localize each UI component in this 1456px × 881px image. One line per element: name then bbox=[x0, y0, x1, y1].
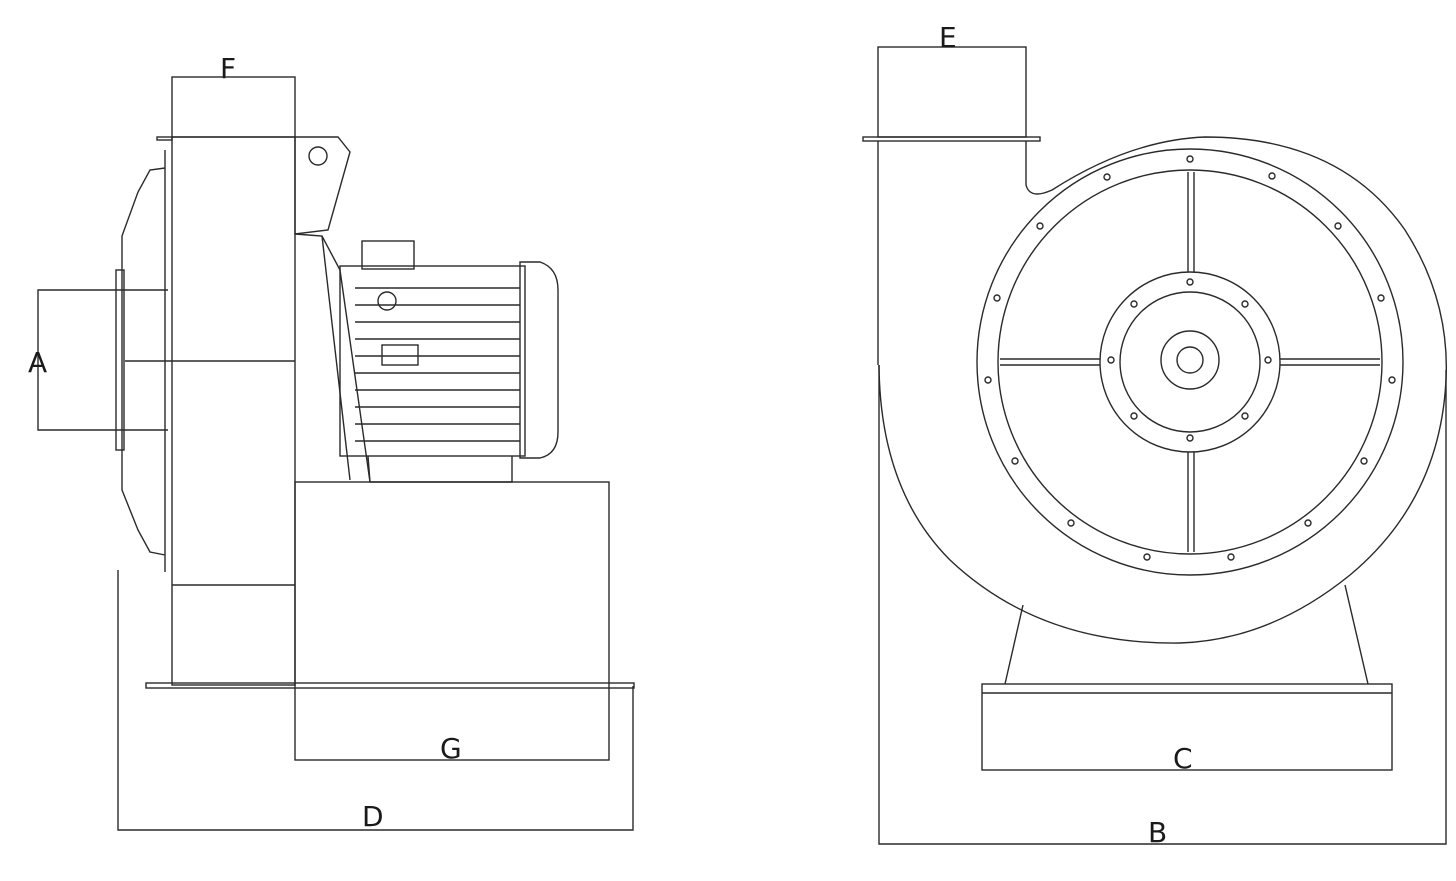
base-plate bbox=[145, 682, 635, 689]
name-plate bbox=[381, 344, 419, 366]
inner-flange-ring bbox=[997, 169, 1383, 555]
casing-legs bbox=[1004, 584, 1369, 685]
base-c bbox=[981, 683, 1393, 771]
label-b: B bbox=[1148, 816, 1167, 849]
impeller-spokes bbox=[1000, 172, 1380, 552]
label-g: G bbox=[440, 732, 462, 765]
inlet-flange bbox=[115, 269, 125, 451]
side-view: A F G D bbox=[28, 52, 635, 833]
dimension-d-frame bbox=[117, 570, 634, 831]
motor-base-box bbox=[294, 481, 610, 761]
front-view: E C B bbox=[862, 21, 1448, 849]
label-a: A bbox=[28, 346, 47, 379]
hub-plate bbox=[1099, 271, 1281, 453]
dimension-a-bracket bbox=[37, 289, 168, 431]
inlet-cone bbox=[121, 150, 166, 572]
label-d: D bbox=[362, 800, 384, 833]
outlet-duct-e bbox=[877, 46, 1027, 138]
terminal-box bbox=[361, 240, 415, 270]
outer-flange-ring bbox=[976, 148, 1404, 576]
outlet-duct-f bbox=[171, 76, 296, 138]
lifting-eye bbox=[308, 146, 328, 166]
electric-motor bbox=[339, 240, 559, 483]
label-c: C bbox=[1173, 742, 1193, 775]
label-f: F bbox=[220, 52, 236, 85]
hub-ring bbox=[1119, 291, 1261, 433]
shaft bbox=[1176, 346, 1204, 374]
label-e: E bbox=[939, 21, 957, 54]
scroll-casing bbox=[878, 136, 1448, 644]
dimension-b-frame bbox=[878, 365, 1447, 845]
outlet-flange bbox=[156, 136, 173, 141]
fan-casing-side bbox=[171, 136, 296, 686]
motor-support bbox=[294, 233, 371, 483]
shaft-hub bbox=[1160, 330, 1220, 390]
motor-fan-cover bbox=[519, 261, 559, 459]
motor-bracket bbox=[294, 136, 351, 235]
bolt-holes bbox=[984, 155, 1396, 561]
outlet-flange-front bbox=[862, 136, 1041, 142]
